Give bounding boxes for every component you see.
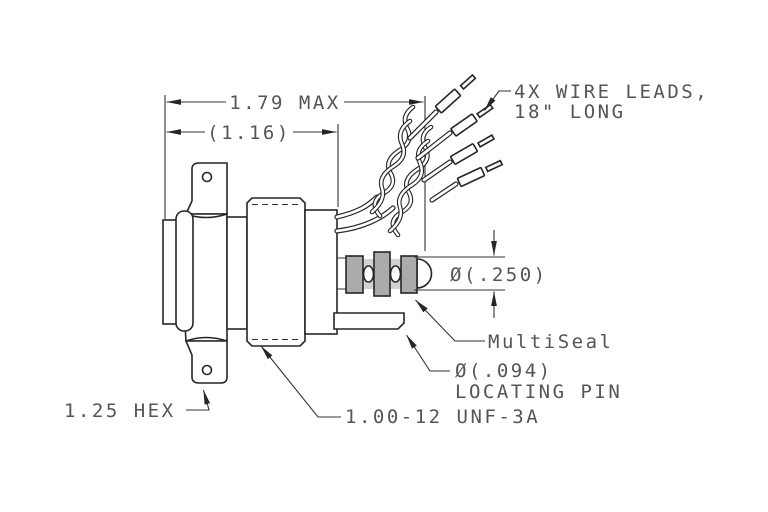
seal-oval-1 bbox=[362, 265, 375, 283]
retaining-ring bbox=[175, 210, 194, 332]
wire-ferrule-4 bbox=[456, 166, 486, 188]
wire-ferrule-3 bbox=[450, 143, 478, 165]
wire-lead-4 bbox=[429, 159, 504, 203]
seal-oval-2 bbox=[389, 265, 402, 283]
body-step bbox=[226, 216, 248, 330]
thread-leader bbox=[260, 345, 341, 418]
dim-body-length: (1.16) bbox=[166, 122, 337, 144]
label-locating-pin: Ø(.094) LOCATING PIN bbox=[406, 334, 622, 403]
seal-rib-3 bbox=[400, 255, 418, 294]
mounting-hole-bottom bbox=[201, 364, 213, 376]
wire-tip-2 bbox=[476, 103, 494, 119]
label-thread-spec: 1.00-12 UNF-3A bbox=[260, 345, 540, 428]
locating-pin bbox=[333, 312, 405, 330]
wire-harness bbox=[334, 73, 504, 238]
seal-rib-1 bbox=[345, 255, 364, 294]
wire-tip-4 bbox=[484, 159, 504, 173]
dim-body-length-text: (1.16) bbox=[207, 122, 291, 144]
wire-tip-1 bbox=[459, 73, 477, 91]
wire-leads-leader bbox=[484, 90, 511, 111]
locating-pin-label: LOCATING PIN bbox=[455, 381, 622, 403]
connector-body bbox=[304, 209, 338, 335]
wire-tip-3 bbox=[476, 134, 496, 148]
multiseal-gland bbox=[337, 251, 433, 297]
wire-ferrule-2 bbox=[450, 113, 478, 137]
label-hex-size: 1.25 HEX bbox=[64, 389, 211, 422]
multiseal-label: MultiSeal bbox=[488, 331, 613, 353]
cable-exit-curves bbox=[334, 194, 396, 234]
mounting-hole-top bbox=[201, 171, 213, 183]
dim-thread-spec-text: 1.00-12 UNF-3A bbox=[345, 406, 540, 428]
wire-lead-1 bbox=[407, 73, 477, 141]
dim-pin-diameter-text: Ø(.094) bbox=[455, 360, 553, 382]
label-wire-leads: 4X WIRE LEADS, 18" LONG bbox=[484, 81, 709, 123]
label-multiseal: MultiSeal bbox=[415, 299, 613, 353]
dim-overall-length: 1.79 MAX bbox=[166, 92, 424, 114]
thread-collar bbox=[246, 197, 306, 347]
hex-facet-line-bottom bbox=[185, 336, 228, 342]
wire-lead-3 bbox=[421, 134, 496, 183]
dim-overall-length-text: 1.79 MAX bbox=[229, 92, 341, 114]
locating-pin-leader bbox=[406, 334, 450, 372]
seal-rib-2 bbox=[373, 251, 391, 297]
twisted-pair-a bbox=[369, 104, 416, 219]
hex-bottom-tab bbox=[184, 340, 228, 384]
wire-lead-2 bbox=[415, 103, 494, 161]
hex-top-tab bbox=[184, 162, 228, 215]
dim-seal-diameter: Ø(.250) bbox=[414, 230, 548, 318]
wire-leads-label-line2: 18" LONG bbox=[514, 101, 626, 123]
dim-hex-size-text: 1.25 HEX bbox=[64, 400, 176, 422]
multiseal-leader bbox=[415, 299, 485, 342]
hex-leader bbox=[186, 389, 211, 411]
seal-tip bbox=[416, 258, 433, 289]
thread-collar-outline bbox=[246, 197, 306, 347]
dim-seal-diameter-text: Ø(.250) bbox=[450, 264, 548, 286]
wire-ferrule-1 bbox=[434, 88, 462, 114]
hex-nut bbox=[182, 162, 228, 384]
wire-leads-label-line1: 4X WIRE LEADS, bbox=[514, 81, 709, 103]
